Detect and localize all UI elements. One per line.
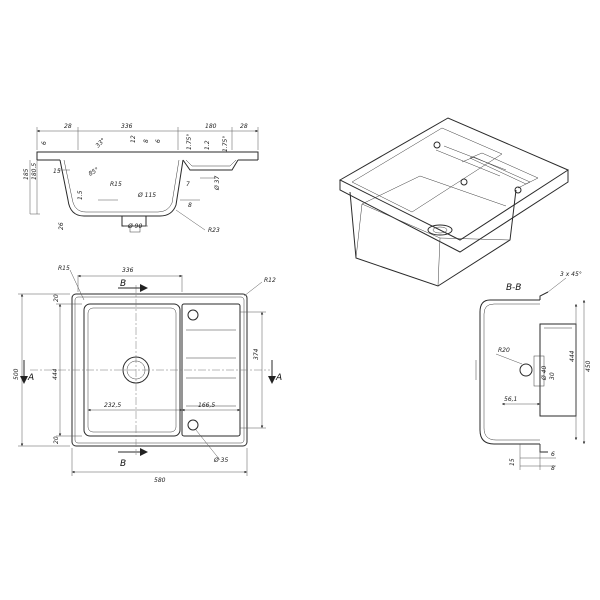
angle-33: 33° — [94, 137, 106, 149]
dim-336-plan: 336 — [122, 267, 134, 274]
section-title: B-B — [506, 283, 521, 293]
isometric-view — [338, 117, 570, 287]
dia-35: Ø 35 — [213, 457, 228, 464]
dim-180-5: 180.5 — [31, 163, 38, 180]
dim-444: 444 — [52, 368, 59, 380]
dim-30: 30 — [549, 372, 556, 380]
dim-6: 6 — [41, 141, 48, 145]
radius-r15-plan: R15 — [58, 265, 70, 272]
dim-12: 12 — [130, 135, 137, 143]
radius-r20: R20 — [498, 347, 510, 354]
angle-85: 85° — [88, 166, 101, 177]
dim-7: 7 — [186, 181, 190, 188]
dim-580: 580 — [154, 477, 166, 484]
dim-56-1: 56,1 — [504, 396, 517, 403]
dim-500: 500 — [13, 368, 20, 380]
dia-115: Ø 115 — [137, 192, 156, 199]
section-mark-b-bottom: B — [120, 459, 126, 469]
dia-37: Ø 37 — [214, 176, 221, 191]
section-mark-a-right: A — [275, 373, 282, 383]
dim-185: 185 — [23, 168, 30, 180]
dim-232-5: 232,5 — [104, 402, 121, 409]
side-view: 28 336 180 28 6 15 12 8 6 1.75° 1.2 1.75… — [23, 123, 259, 234]
dim-1-75-a: 1.75° — [186, 134, 193, 150]
chamfer-3x45: 3 x 45° — [560, 271, 582, 278]
dim-444-section: 444 — [569, 350, 576, 362]
dim-166-5: 166,5 — [198, 402, 215, 409]
dim-6-section: 6 — [551, 451, 555, 458]
section-mark-b-top: B — [120, 279, 126, 289]
dim-1-2: 1.2 — [204, 140, 211, 150]
radius-r15: R15 — [110, 181, 122, 188]
dim-1-5: 1.5 — [77, 190, 84, 200]
dim-28-left: 28 — [64, 123, 72, 130]
dim-374: 374 — [253, 348, 260, 360]
dim-180: 180 — [205, 123, 217, 130]
dia-90: Ø 90 — [127, 223, 142, 230]
dim-1-75-b: 1.75° — [222, 136, 229, 152]
dim-336: 336 — [121, 123, 133, 130]
dim-15-section: 15 — [509, 458, 516, 466]
dim-15: 15 — [53, 168, 61, 175]
dim-8-section: 8 — [551, 465, 555, 472]
section-mark-a-left: A — [27, 373, 34, 383]
dia-40: Ø 40 — [541, 366, 548, 381]
dim-28-right: 28 — [240, 123, 248, 130]
dim-8b: 8 — [188, 202, 192, 209]
dim-6b: 6 — [155, 139, 162, 143]
section-view-b-b: B-B 3 x 45° R20 Ø 40 30 56,1 444 450 15 … — [475, 271, 592, 472]
radius-r23: R23 — [208, 227, 220, 234]
dim-450: 450 — [585, 360, 592, 372]
dim-8: 8 — [143, 139, 150, 143]
radius-r12: R12 — [264, 277, 276, 284]
dim-20-top: 20 — [53, 294, 60, 302]
dim-26: 26 — [58, 222, 65, 230]
dim-20-bottom: 20 — [53, 436, 60, 444]
plan-view: R15 336 R12 20 500 444 20 374 232,5 166,… — [13, 265, 282, 484]
